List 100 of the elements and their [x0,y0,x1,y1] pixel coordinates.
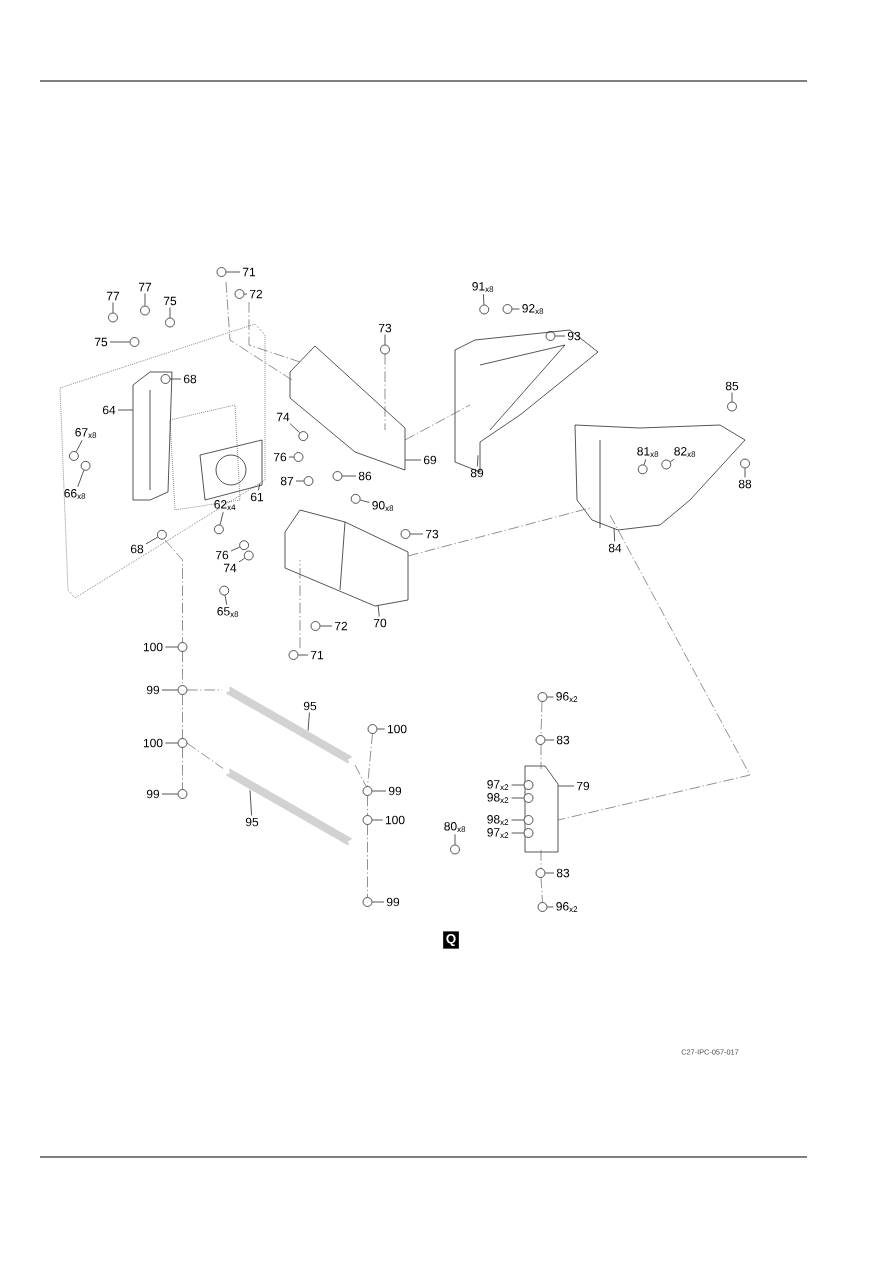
center-line [182,651,183,686]
callout-number: 70 [373,618,387,628]
leader-line [109,341,130,343]
leader-line [547,696,554,698]
callout-number: 76 [215,550,229,560]
callout-number: 80$_{x8}$ [444,822,466,832]
callout-number: 88 [738,479,752,489]
leader-line [224,595,228,606]
callout-number: 100 [385,815,405,825]
link-drawing [226,686,352,764]
callout-number: 99 [386,897,400,907]
callout-number: 71 [310,650,324,660]
leader-line [298,654,309,656]
leader-line [731,392,733,402]
part-drawing [479,304,490,315]
center-line [540,877,543,903]
callout-number: 86 [358,471,372,481]
center-line [182,747,183,790]
part-drawing [108,312,118,323]
callout-number: 69 [423,455,437,465]
part-drawing [727,401,737,412]
leader-line [405,459,422,461]
leader-line [165,646,178,648]
part-drawing [293,452,304,462]
callout-number: 77 [106,291,120,301]
part-drawing [537,692,548,702]
leader-line [77,470,85,488]
part-drawing [367,724,378,734]
callout-number: 64 [102,405,116,415]
callout-number: 73 [378,323,392,333]
callout-number: 85 [725,381,739,391]
part-drawing [400,529,411,539]
part-drawing [332,471,343,481]
callout-number: 67$_{x8}$ [75,428,97,438]
part-drawing [214,524,224,535]
part-drawing [502,304,513,314]
leader-line [342,475,357,477]
callout-number: 83 [556,735,570,745]
leader-line [511,819,524,821]
part-drawing [157,529,167,540]
center-line [186,689,223,691]
center-line [367,824,368,898]
center-line [540,849,542,869]
bracket-drawing [289,345,406,471]
callout-number: 100 [143,642,163,652]
callout-number: 91$_{x8}$ [472,282,494,292]
part-drawing [140,305,150,316]
leader-line [238,557,245,563]
callout-number: 61 [250,492,264,502]
callout-number: 87 [280,476,294,486]
center-line [186,742,224,769]
leader-line [244,293,248,295]
leader-line [289,423,300,434]
callout-number: 74 [276,412,290,422]
center-line [164,539,183,643]
leader-line [377,605,380,617]
callout-number: 97$_{x2}$ [487,780,509,790]
part-drawing [239,540,249,550]
center-line [557,514,751,821]
center-line [384,353,386,431]
leader-line [511,832,524,834]
leader-line [307,712,310,731]
part-drawing [177,789,188,799]
part-drawing [350,494,361,504]
part-drawing [380,344,390,355]
center-line [182,694,183,739]
callout-number: 96$_{x2}$ [556,902,578,912]
center-line [540,701,543,736]
part-drawing [362,815,373,825]
callout-number: 72 [334,621,348,631]
callout-number: 83 [556,868,570,878]
part-drawing [177,642,188,652]
part-drawing [234,289,245,299]
leader-line [555,335,566,337]
link-drawing [226,768,352,846]
leader-line [384,334,386,345]
callout-number: 74 [223,563,237,573]
leader-line [169,307,171,318]
part-drawing [165,317,175,328]
callout-number: 73 [425,529,439,539]
callout-number: 100 [143,738,163,748]
callout-number: 97$_{x2}$ [487,828,509,838]
leader-line [112,302,114,313]
callout-number: 75 [94,337,108,347]
callout-number: 79 [576,781,590,791]
part-drawing [129,337,140,347]
callout-number: 92$_{x8}$ [522,304,544,314]
part-drawing [177,685,188,695]
callout-number: 99 [146,685,160,695]
leader-line [511,797,524,799]
callout-number: 100 [387,724,407,734]
leader-line [170,378,182,380]
callout-number: 90$_{x8}$ [372,501,394,511]
callout-number: 71 [242,267,256,277]
callout-number: 65$_{x8}$ [217,607,239,617]
leader-line [288,456,294,458]
leader-line [145,536,158,545]
part-drawing [219,585,230,596]
leader-line [165,742,178,744]
plate-drawing [199,439,263,501]
